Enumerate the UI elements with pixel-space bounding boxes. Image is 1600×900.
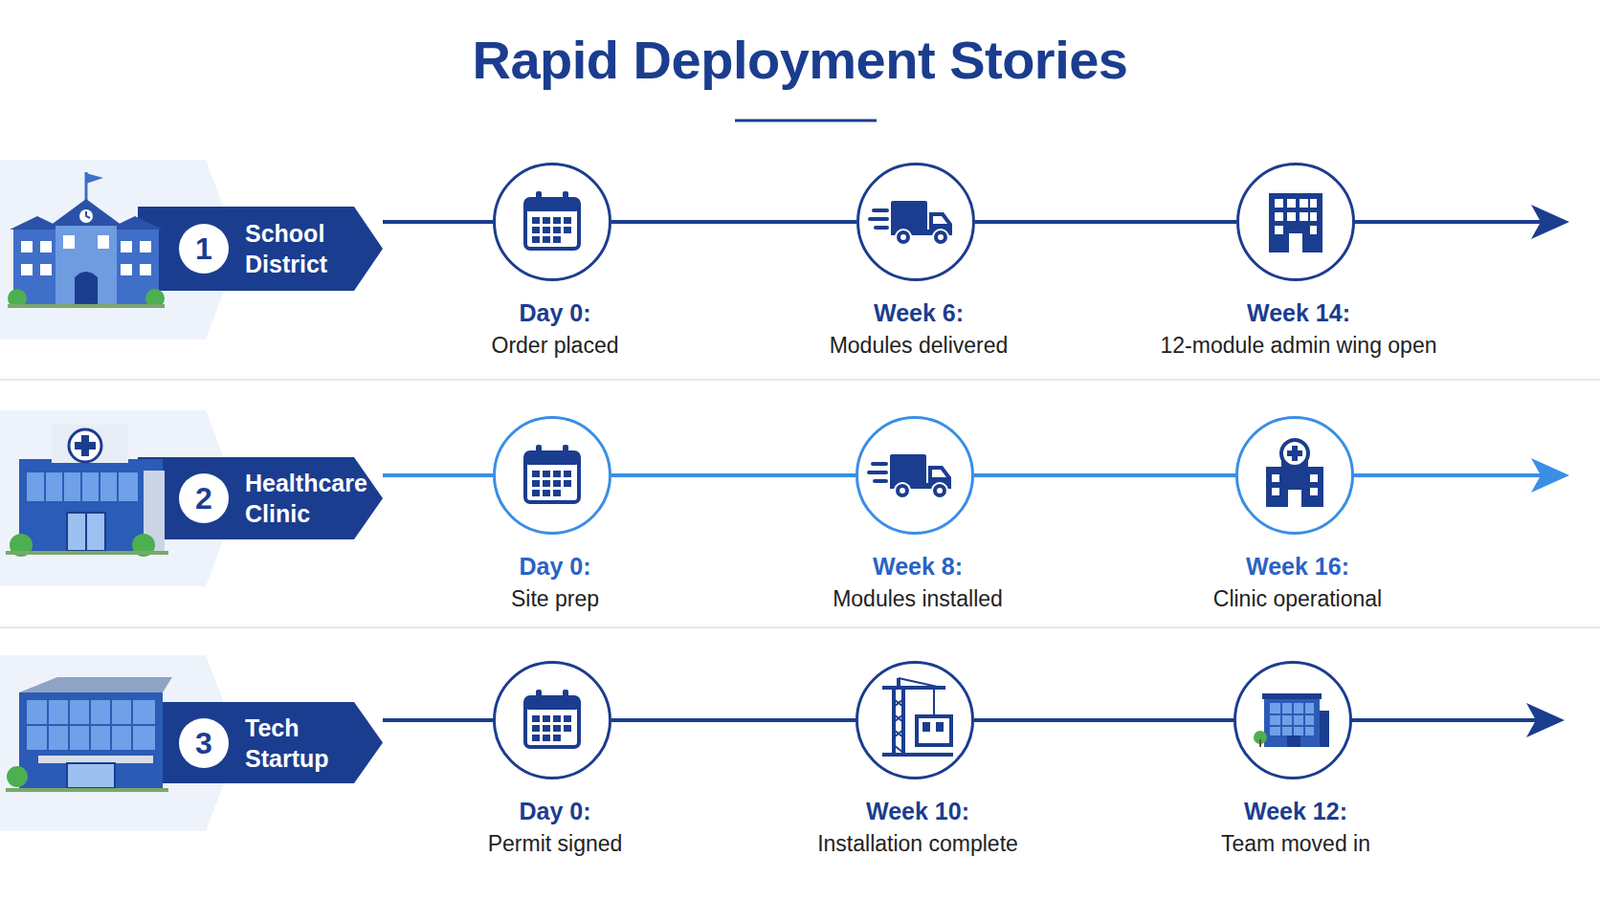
arrow-shaft <box>1349 718 1541 723</box>
milestone-event: Modules installed <box>733 584 1102 614</box>
milestone-caption: Week 14: 12-module admin wing open <box>1114 298 1483 360</box>
title-underline <box>734 119 877 123</box>
milestone-caption: Day 0: Site prep <box>371 552 739 614</box>
milestone-caption: Week 8: Modules installed <box>733 552 1102 614</box>
diagram-title: Rapid Deployment Stories <box>0 26 1600 94</box>
milestone-time: Week 8: <box>733 552 1102 581</box>
milestone-time: Week 6: <box>734 298 1103 328</box>
number-badge: 3 <box>178 718 229 769</box>
milestone-caption: Day 0: Order placed <box>371 298 739 360</box>
row-panel <box>0 655 240 832</box>
timeline-arrow <box>1349 458 1570 493</box>
milestone-caption: Week 6: Modules delivered <box>734 298 1103 360</box>
arrow-head <box>1531 204 1570 240</box>
band-outline <box>137 206 383 291</box>
milestone-time: Day 0: <box>371 797 739 826</box>
milestone-caption: Day 0: Permit signed <box>371 797 739 859</box>
milestone-circle: Week 10:Installation complete <box>855 661 975 780</box>
milestone-icons <box>525 191 1330 756</box>
office-icon <box>1253 693 1330 748</box>
milestone-event: Permit signed <box>371 829 739 859</box>
calendar-icon <box>525 444 579 503</box>
row-panels <box>0 159 240 832</box>
calendar-icon <box>525 689 579 748</box>
milestone-circle: Week 14:12-module admin wing open <box>1236 162 1356 282</box>
timeline-connector <box>974 473 1236 478</box>
row-panel <box>0 410 240 587</box>
number-badge: 2 <box>178 473 229 524</box>
callout-number: 2 <box>195 481 213 516</box>
milestone-event: Modules delivered <box>734 331 1103 360</box>
milestone-event: Site prep <box>371 584 739 614</box>
timeline-connector <box>611 473 856 478</box>
milestone-circle: Day 0:Permit signed <box>492 661 612 780</box>
milestone-event: Installation complete <box>733 829 1102 859</box>
band-label: Tech Startup <box>244 712 384 775</box>
milestone-event: 12-module admin wing open <box>1114 331 1483 360</box>
row-separator <box>0 626 1600 629</box>
milestone-circle: Week 6:Modules delivered <box>856 162 976 282</box>
calendar-icon <box>525 191 579 249</box>
milestone-circle: Week 12:Team moved in <box>1233 661 1353 780</box>
band-outline <box>137 457 383 540</box>
truck-icon <box>869 200 953 245</box>
milestone-event: Team moved in <box>1111 829 1480 859</box>
timeline-connector <box>611 718 856 723</box>
timeline-arrow <box>1349 703 1565 738</box>
milestone-time: Week 12: <box>1111 797 1480 826</box>
clinic-illustration <box>5 424 169 557</box>
band-label-area: Healthcare Clinic <box>244 457 384 540</box>
band-label-area: Tech Startup <box>244 702 384 784</box>
label-band: 1 School District <box>137 206 383 291</box>
label-band: 3 Tech Startup <box>137 702 383 784</box>
band-shape <box>137 457 383 540</box>
band-shape <box>137 206 383 291</box>
milestone-circle: Day 0:Site prep <box>492 416 612 535</box>
arrow-head <box>1526 703 1565 738</box>
office-illustration <box>5 677 173 793</box>
row-panel <box>0 159 240 340</box>
milestone-caption: Week 10: Installation complete <box>733 797 1102 859</box>
milestone-event: Order placed <box>371 331 739 360</box>
milestone-time: Week 14: <box>1114 298 1483 328</box>
timeline-connector <box>382 473 493 478</box>
number-badge: 1 <box>178 223 229 274</box>
row-separator <box>0 378 1600 381</box>
band-label-area: School District <box>244 206 384 291</box>
milestone-time: Day 0: <box>371 298 739 328</box>
milestone-circle: Day 0:Order placed <box>492 162 612 282</box>
milestone-time: Day 0: <box>371 552 739 581</box>
crane-icon <box>882 678 954 756</box>
band-outline <box>137 702 383 784</box>
milestone-circle: Week 16:Clinic operational <box>1235 416 1355 535</box>
arrow-head <box>1531 458 1570 493</box>
school-illustration <box>7 172 165 309</box>
timeline-connector <box>382 718 493 723</box>
timeline-connector <box>975 220 1237 224</box>
label-band: 2 Healthcare Clinic <box>137 457 383 540</box>
band-label: Healthcare Clinic <box>244 467 384 530</box>
milestone-circle: Week 8:Modules installed <box>855 416 975 535</box>
milestone-caption: Week 12: Team moved in <box>1111 797 1480 859</box>
timeline-arrow <box>1349 204 1570 240</box>
arrow-shaft <box>1349 220 1546 224</box>
timeline-connector <box>974 718 1234 723</box>
timeline-connector <box>382 220 493 224</box>
arrow-shaft <box>1349 473 1546 478</box>
milestone-time: Week 16: <box>1113 552 1482 581</box>
truck-icon <box>868 454 952 499</box>
milestone-event: Clinic operational <box>1113 584 1482 614</box>
callout-number: 1 <box>195 231 213 267</box>
milestone-caption: Week 16: Clinic operational <box>1113 552 1482 614</box>
band-label: School District <box>244 218 384 280</box>
callout-number: 3 <box>195 726 213 761</box>
hospital-icon <box>1266 440 1324 508</box>
timeline-connector <box>611 220 857 224</box>
building-icon <box>1268 193 1323 253</box>
milestone-time: Week 10: <box>733 797 1102 826</box>
